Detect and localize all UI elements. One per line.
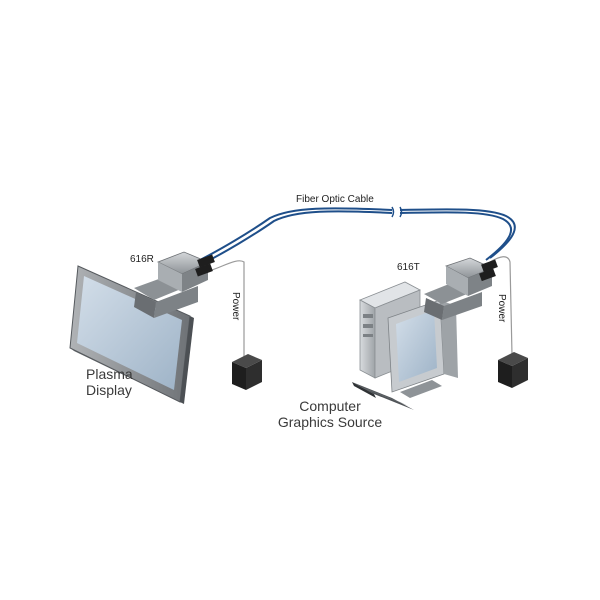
plasma-display-label: Plasma Display [86,366,133,398]
plasma-display-icon [69,265,194,404]
plasma-label-line1: Plasma [86,366,133,382]
power-adapter-icon [498,352,528,388]
fiber-cable-label: Fiber Optic Cable [296,194,374,205]
computer-label-line1: Computer [299,398,361,414]
transmitter-label: 616T [397,262,420,273]
power-left-label: Power [230,292,241,321]
power-adapter-icon [232,354,262,390]
crt-monitor-icon [387,299,458,398]
receiver-label: 616R [130,254,154,265]
computer-source-label: Computer Graphics Source [274,398,386,430]
receiver-dongle-icon [134,251,215,318]
transmitter-dongle-icon [424,257,498,320]
plasma-label-line2: Display [86,382,132,398]
fiber-optic-cable [195,206,516,266]
power-right-label: Power [496,294,507,323]
computer-label-line2: Graphics Source [277,414,383,430]
keyboard-icon [352,382,414,410]
